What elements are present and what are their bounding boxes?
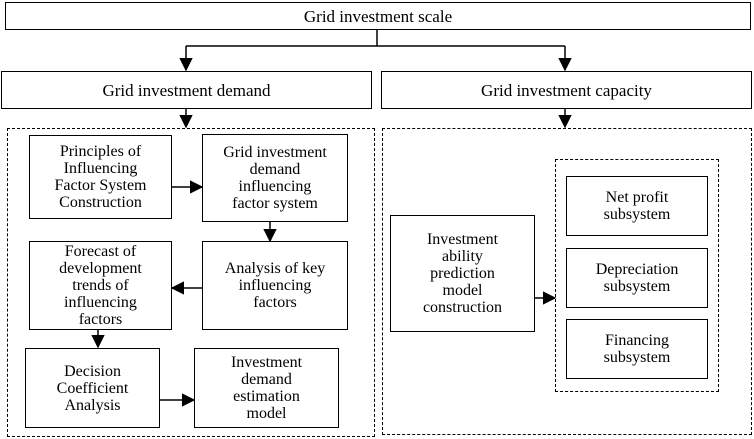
financing-label: Financing subsystem [603,332,671,366]
principles-label: Principles of Influencing Factor System … [54,143,147,211]
grid-investment-scale-box: Grid investment scale [5,2,751,30]
forecast-label: Forecast of development trends of influe… [59,243,142,328]
net-profit-box: Net profit subsystem [566,176,708,236]
capacity-region [382,128,752,435]
grid-investment-capacity-label: Grid investment capacity [481,80,652,100]
estimation-box: Investment demand estimation model [194,348,339,428]
grid-investment-capacity-box: Grid investment capacity [381,71,752,109]
forecast-box: Forecast of development trends of influe… [29,241,172,330]
key-factors-label: Analysis of key influencing factors [224,260,326,311]
grid-investment-demand-box: Grid investment demand [1,71,372,109]
prediction-label: Investment ability prediction model cons… [422,231,503,316]
depreciation-box: Depreciation subsystem [566,248,708,308]
grid-investment-scale-label: Grid investment scale [303,6,453,26]
decision-label: Decision Coefficient Analysis [56,362,129,414]
subsystems-group [555,159,719,392]
factor-system-label: Grid investment demand influencing facto… [223,144,327,212]
prediction-box: Investment ability prediction model cons… [390,215,535,332]
principles-box: Principles of Influencing Factor System … [29,135,172,219]
estimation-label: Investment demand estimation model [230,354,303,422]
factor-system-box: Grid investment demand influencing facto… [202,134,348,222]
grid-investment-demand-label: Grid investment demand [102,80,271,100]
net-profit-label: Net profit subsystem [603,189,671,223]
key-factors-box: Analysis of key influencing factors [202,241,348,330]
decision-box: Decision Coefficient Analysis [25,348,160,428]
depreciation-label: Depreciation subsystem [595,261,679,295]
demand-region [7,128,375,437]
financing-box: Financing subsystem [566,319,708,379]
